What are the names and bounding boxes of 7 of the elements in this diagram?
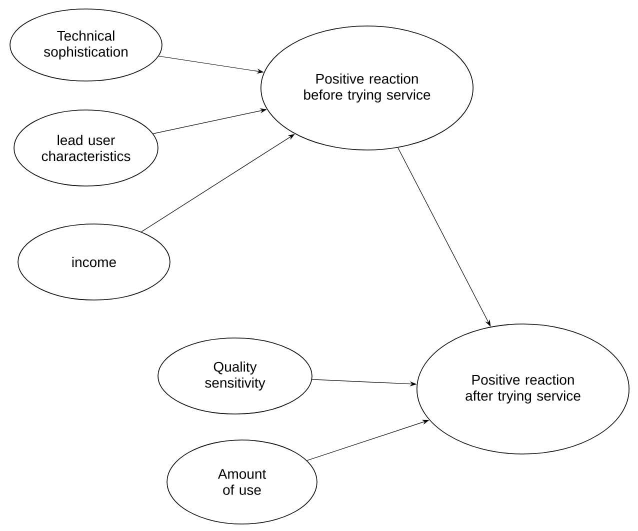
- ellipse-node: Positive reaction after trying service: [416, 324, 630, 454]
- ellipse-node: Positive reaction before trying service: [260, 26, 474, 150]
- ellipse-node: Technical sophistication: [10, 8, 162, 82]
- ellipse-node: income: [18, 224, 170, 300]
- ellipse-node: Amount of use: [166, 440, 318, 524]
- ellipse-node: lead user characteristics: [14, 110, 158, 186]
- ellipse-node: Quality sensitivity: [158, 338, 312, 414]
